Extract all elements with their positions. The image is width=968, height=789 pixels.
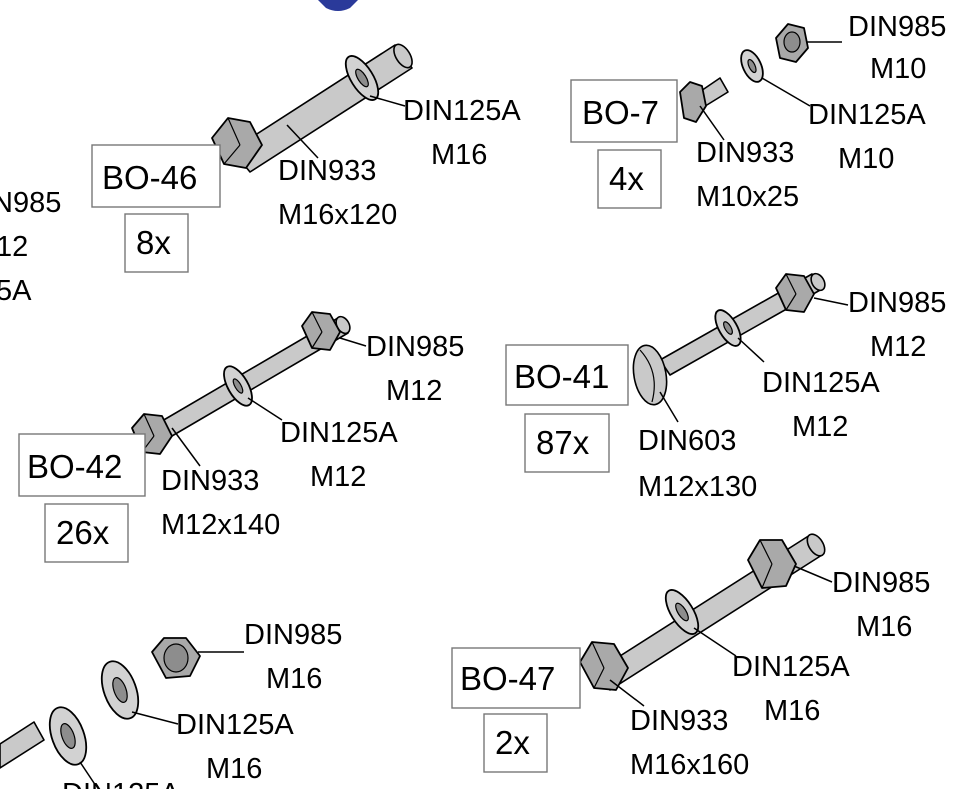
bo41-bolt-leader: [659, 391, 679, 423]
bo42-nut-std: DIN985: [366, 331, 464, 363]
bo42-nut-leader: [339, 337, 367, 347]
bo46-id: BO-46: [102, 159, 197, 196]
bottom-left-nut-std: DIN985: [244, 619, 342, 651]
bo7-id-box: [570, 79, 678, 143]
bo7-nut-size: M10: [870, 53, 926, 85]
bo42-id-box: [18, 433, 146, 497]
bo7-bolt-size: M10x25: [696, 181, 799, 213]
left-partial-nut-size: 12: [0, 231, 28, 263]
bottom-left-washer-std: DIN125A: [176, 709, 294, 741]
bo42-bolt-leader: [171, 427, 201, 467]
bo41-qty: 87x: [536, 424, 590, 461]
bo41-nut-std: DIN985: [848, 287, 946, 319]
bo46-bolt-size: M16x120: [278, 199, 397, 231]
left-partial-washer-std: 5A: [0, 275, 32, 307]
bo46-id-box: [91, 144, 221, 208]
bo46-washer-leader: [369, 95, 406, 107]
bo47-washer-leader: [693, 627, 737, 657]
bo41-id: BO-41: [514, 358, 609, 395]
bo41-nut-leader: [813, 297, 849, 306]
bo47-id-box: [451, 647, 581, 709]
bo42-washer-std: DIN125A: [280, 417, 398, 449]
bottom-left-assembly: [0, 637, 201, 769]
bo41-washer-leader: [737, 337, 765, 363]
bo7-qty: 4x: [609, 160, 644, 197]
bo42-nut-size: M12: [386, 375, 442, 407]
bo7-id: BO-7: [582, 94, 659, 131]
bo47-id: BO-47: [460, 660, 555, 697]
left-partial-nut-std: N985: [0, 187, 61, 219]
bottom-left-washer2-leader: [79, 761, 97, 787]
bo42-qty-box: [44, 503, 129, 563]
bo41-assembly: [632, 272, 826, 406]
bo47-bolt-size: M16x160: [630, 749, 749, 781]
bo47-washer-size: M16: [764, 695, 820, 727]
bo46-qty: 8x: [136, 224, 171, 261]
bo41-bolt-std: DIN603: [638, 425, 736, 457]
bo42-washer-leader: [247, 397, 283, 421]
bo46-washer-std: DIN125A: [403, 95, 521, 127]
bo41-bolt-size: M12x130: [638, 471, 757, 503]
bo42-qty: 26x: [56, 514, 110, 551]
bo7-bolt-std: DIN933: [696, 137, 794, 169]
bo47-bolt-leader: [609, 679, 645, 707]
bo7-qty-box: [597, 149, 662, 209]
bo47-washer-std: DIN125A: [732, 651, 850, 683]
logo-fragment: [318, 0, 358, 11]
bo47-nut-size: M16: [856, 611, 912, 643]
bottom-left-washer-leader: [131, 711, 179, 725]
bo41-id-box: [505, 344, 629, 406]
bo41-nut-size: M12: [870, 331, 926, 363]
bo41-washer-size: M12: [792, 411, 848, 443]
bo41-washer-std: DIN125A: [762, 367, 880, 399]
bo47-qty-box: [483, 713, 548, 773]
bo7-assembly: [679, 23, 809, 123]
bo7-washer-std: DIN125A: [808, 99, 926, 131]
bo47-bolt-std: DIN933: [630, 705, 728, 737]
bo42-id: BO-42: [27, 448, 122, 485]
bottom-left-washer2-std: DIN125A: [62, 778, 180, 789]
bo42-washer-size: M12: [310, 461, 366, 493]
bo41-qty-box: [524, 413, 610, 473]
bo46-qty-box: [124, 213, 189, 273]
bo7-washer-leader: [761, 77, 811, 107]
bo7-bolt-leader: [699, 105, 725, 141]
bo47-qty: 2x: [495, 724, 530, 761]
bo47-assembly: [579, 533, 826, 691]
bo7-nut-std: DIN985: [848, 11, 946, 43]
bo42-bolt-std: DIN933: [161, 465, 259, 497]
bo47-nut-std: DIN985: [832, 567, 930, 599]
bo46-bolt-leader: [286, 124, 319, 159]
bo46-bolt-std: DIN933: [278, 155, 376, 187]
bo46-washer-size: M16: [431, 139, 487, 171]
bottom-left-nut-size: M16: [266, 663, 322, 695]
bo47-nut-leader: [793, 565, 833, 583]
bottom-left-washer-size: M16: [206, 753, 262, 785]
bo46-assembly: [211, 43, 413, 173]
bo42-bolt-size: M12x140: [161, 509, 280, 541]
bo7-washer-size: M10: [838, 143, 894, 175]
